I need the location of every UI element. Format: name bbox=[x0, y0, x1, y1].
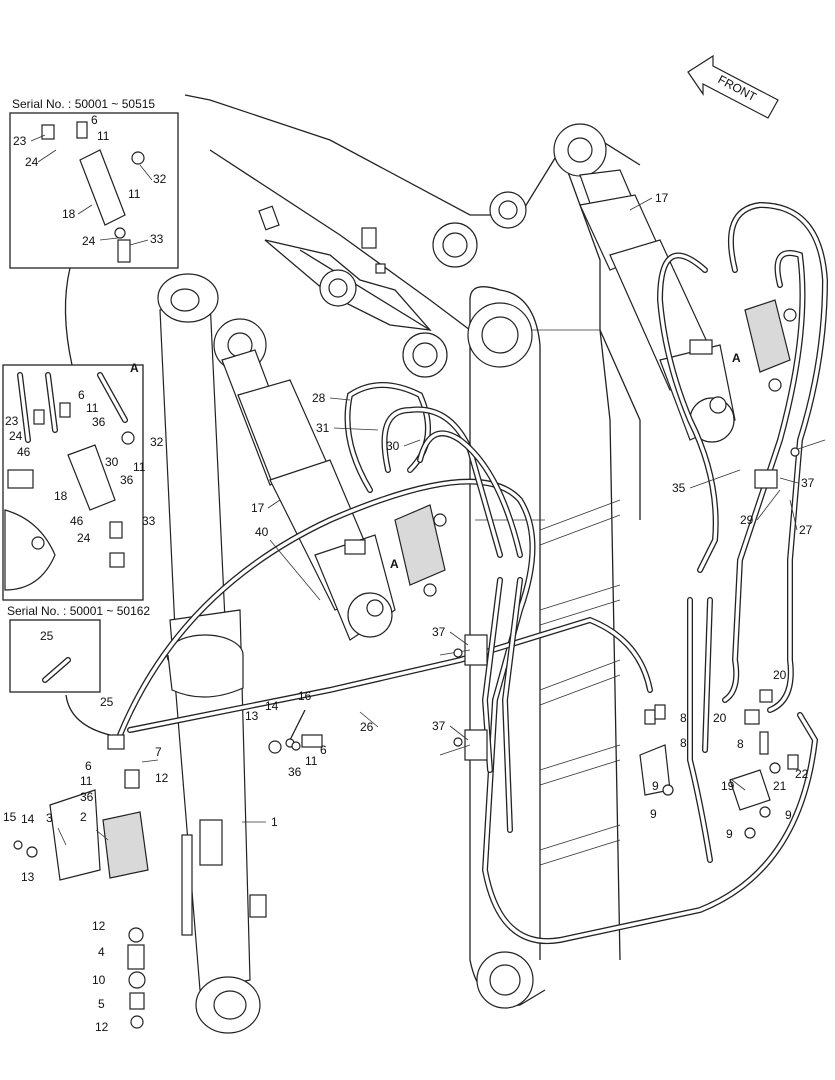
callout-6: 6 bbox=[320, 743, 327, 757]
callout-14: 14 bbox=[265, 699, 279, 713]
callout-11: 11 bbox=[86, 401, 99, 415]
callout-15: 15 bbox=[3, 810, 17, 824]
callout-37: 37 bbox=[801, 476, 815, 490]
arm-cylinder bbox=[157, 273, 267, 1034]
callout-18: 18 bbox=[54, 489, 68, 503]
callout-9: 9 bbox=[652, 779, 659, 793]
valve-upper-left bbox=[344, 504, 447, 597]
callout-33: 33 bbox=[150, 232, 164, 246]
callout-33: 33 bbox=[142, 514, 156, 528]
callout-24: 24 bbox=[25, 155, 39, 169]
serial-caption-bottom: Serial No. : 50001 ~ 50162 bbox=[7, 604, 150, 618]
leader-lines bbox=[30, 134, 799, 846]
fittings-lower-right bbox=[639, 689, 799, 839]
callout-12: 12 bbox=[95, 1020, 109, 1034]
callout-23: 23 bbox=[5, 414, 19, 428]
callout-31: 31 bbox=[316, 421, 330, 435]
detail-a-marker-left: A bbox=[390, 557, 399, 571]
callout-18: 18 bbox=[62, 207, 76, 221]
callout-23: 23 bbox=[13, 134, 27, 148]
callout-11: 11 bbox=[97, 129, 110, 143]
callout-20: 20 bbox=[773, 668, 787, 682]
callout-30: 30 bbox=[105, 455, 119, 469]
callout-24: 24 bbox=[82, 234, 96, 248]
callout-26: 26 bbox=[360, 720, 374, 734]
callout-25: 25 bbox=[40, 629, 54, 643]
boom-cylinder-left bbox=[213, 318, 396, 641]
callout-6: 6 bbox=[91, 113, 98, 127]
callout-32: 32 bbox=[150, 435, 164, 449]
callout-25: 25 bbox=[100, 695, 114, 709]
boom-structure bbox=[184, 94, 641, 1009]
callout-10: 10 bbox=[92, 973, 106, 987]
inset-serial-50515 bbox=[9, 112, 179, 269]
callout-24: 24 bbox=[9, 429, 23, 443]
callout-21: 21 bbox=[773, 779, 787, 793]
callout-36: 36 bbox=[120, 473, 134, 487]
callout-11: 11 bbox=[133, 460, 146, 474]
callout-4: 4 bbox=[98, 945, 105, 959]
callout-11: 11 bbox=[80, 774, 93, 788]
callout-46: 46 bbox=[70, 514, 84, 528]
callout-29: 29 bbox=[740, 513, 754, 527]
callout-32: 32 bbox=[153, 172, 167, 186]
callout-7: 7 bbox=[155, 745, 162, 759]
callout-40: 40 bbox=[255, 525, 269, 539]
callout-27: 27 bbox=[799, 523, 813, 537]
callout-2: 2 bbox=[80, 810, 87, 824]
callout-labels: 23 6 11 24 32 11 18 24 33 6 11 23 36 24 … bbox=[3, 113, 815, 1034]
callout-12: 12 bbox=[92, 919, 106, 933]
callout-37: 37 bbox=[432, 719, 446, 733]
callout-35: 35 bbox=[672, 481, 686, 495]
callout-9: 9 bbox=[785, 808, 792, 822]
front-arrow-icon bbox=[687, 54, 779, 119]
boom-cylinder-right bbox=[553, 123, 736, 443]
hose-lines bbox=[117, 201, 829, 945]
callout-6: 6 bbox=[78, 388, 85, 402]
callout-13: 13 bbox=[245, 709, 259, 723]
callout-20: 20 bbox=[713, 711, 727, 725]
callout-17: 17 bbox=[655, 191, 669, 205]
callout-36: 36 bbox=[288, 765, 302, 779]
callout-14: 14 bbox=[21, 812, 35, 826]
inset-detail-a bbox=[2, 364, 144, 601]
callout-6: 6 bbox=[85, 759, 92, 773]
callout-11: 11 bbox=[305, 754, 318, 768]
valve-lower-left bbox=[13, 734, 149, 1029]
callout-8: 8 bbox=[680, 736, 687, 750]
inset-serial-50162 bbox=[9, 619, 101, 693]
callout-37: 37 bbox=[432, 625, 446, 639]
clamps bbox=[439, 439, 826, 761]
detail-a-marker-right: A bbox=[732, 351, 741, 365]
callout-17: 17 bbox=[251, 501, 265, 515]
callout-9: 9 bbox=[726, 827, 733, 841]
callout-13: 13 bbox=[21, 870, 35, 884]
callout-9: 9 bbox=[650, 807, 657, 821]
callout-19: 19 bbox=[721, 779, 735, 793]
serial-caption-top: Serial No. : 50001 ~ 50515 bbox=[12, 97, 155, 111]
callout-36: 36 bbox=[80, 790, 94, 804]
callout-8: 8 bbox=[680, 711, 687, 725]
callout-3: 3 bbox=[46, 811, 53, 825]
callout-22: 22 bbox=[795, 767, 809, 781]
callout-36: 36 bbox=[92, 415, 106, 429]
callout-5: 5 bbox=[98, 997, 105, 1011]
callout-8: 8 bbox=[737, 737, 744, 751]
bolts-center bbox=[268, 709, 323, 754]
callout-28: 28 bbox=[312, 391, 326, 405]
detail-a-title: A bbox=[130, 361, 139, 375]
callout-11: 11 bbox=[128, 187, 141, 201]
callout-30: 30 bbox=[386, 439, 400, 453]
callout-1: 1 bbox=[271, 815, 278, 829]
valve-upper-right bbox=[689, 299, 797, 392]
callout-24: 24 bbox=[77, 531, 91, 545]
boom-stiffeners bbox=[539, 499, 621, 866]
callout-46: 46 bbox=[17, 445, 31, 459]
callout-12: 12 bbox=[155, 771, 169, 785]
callout-16: 16 bbox=[298, 689, 312, 703]
